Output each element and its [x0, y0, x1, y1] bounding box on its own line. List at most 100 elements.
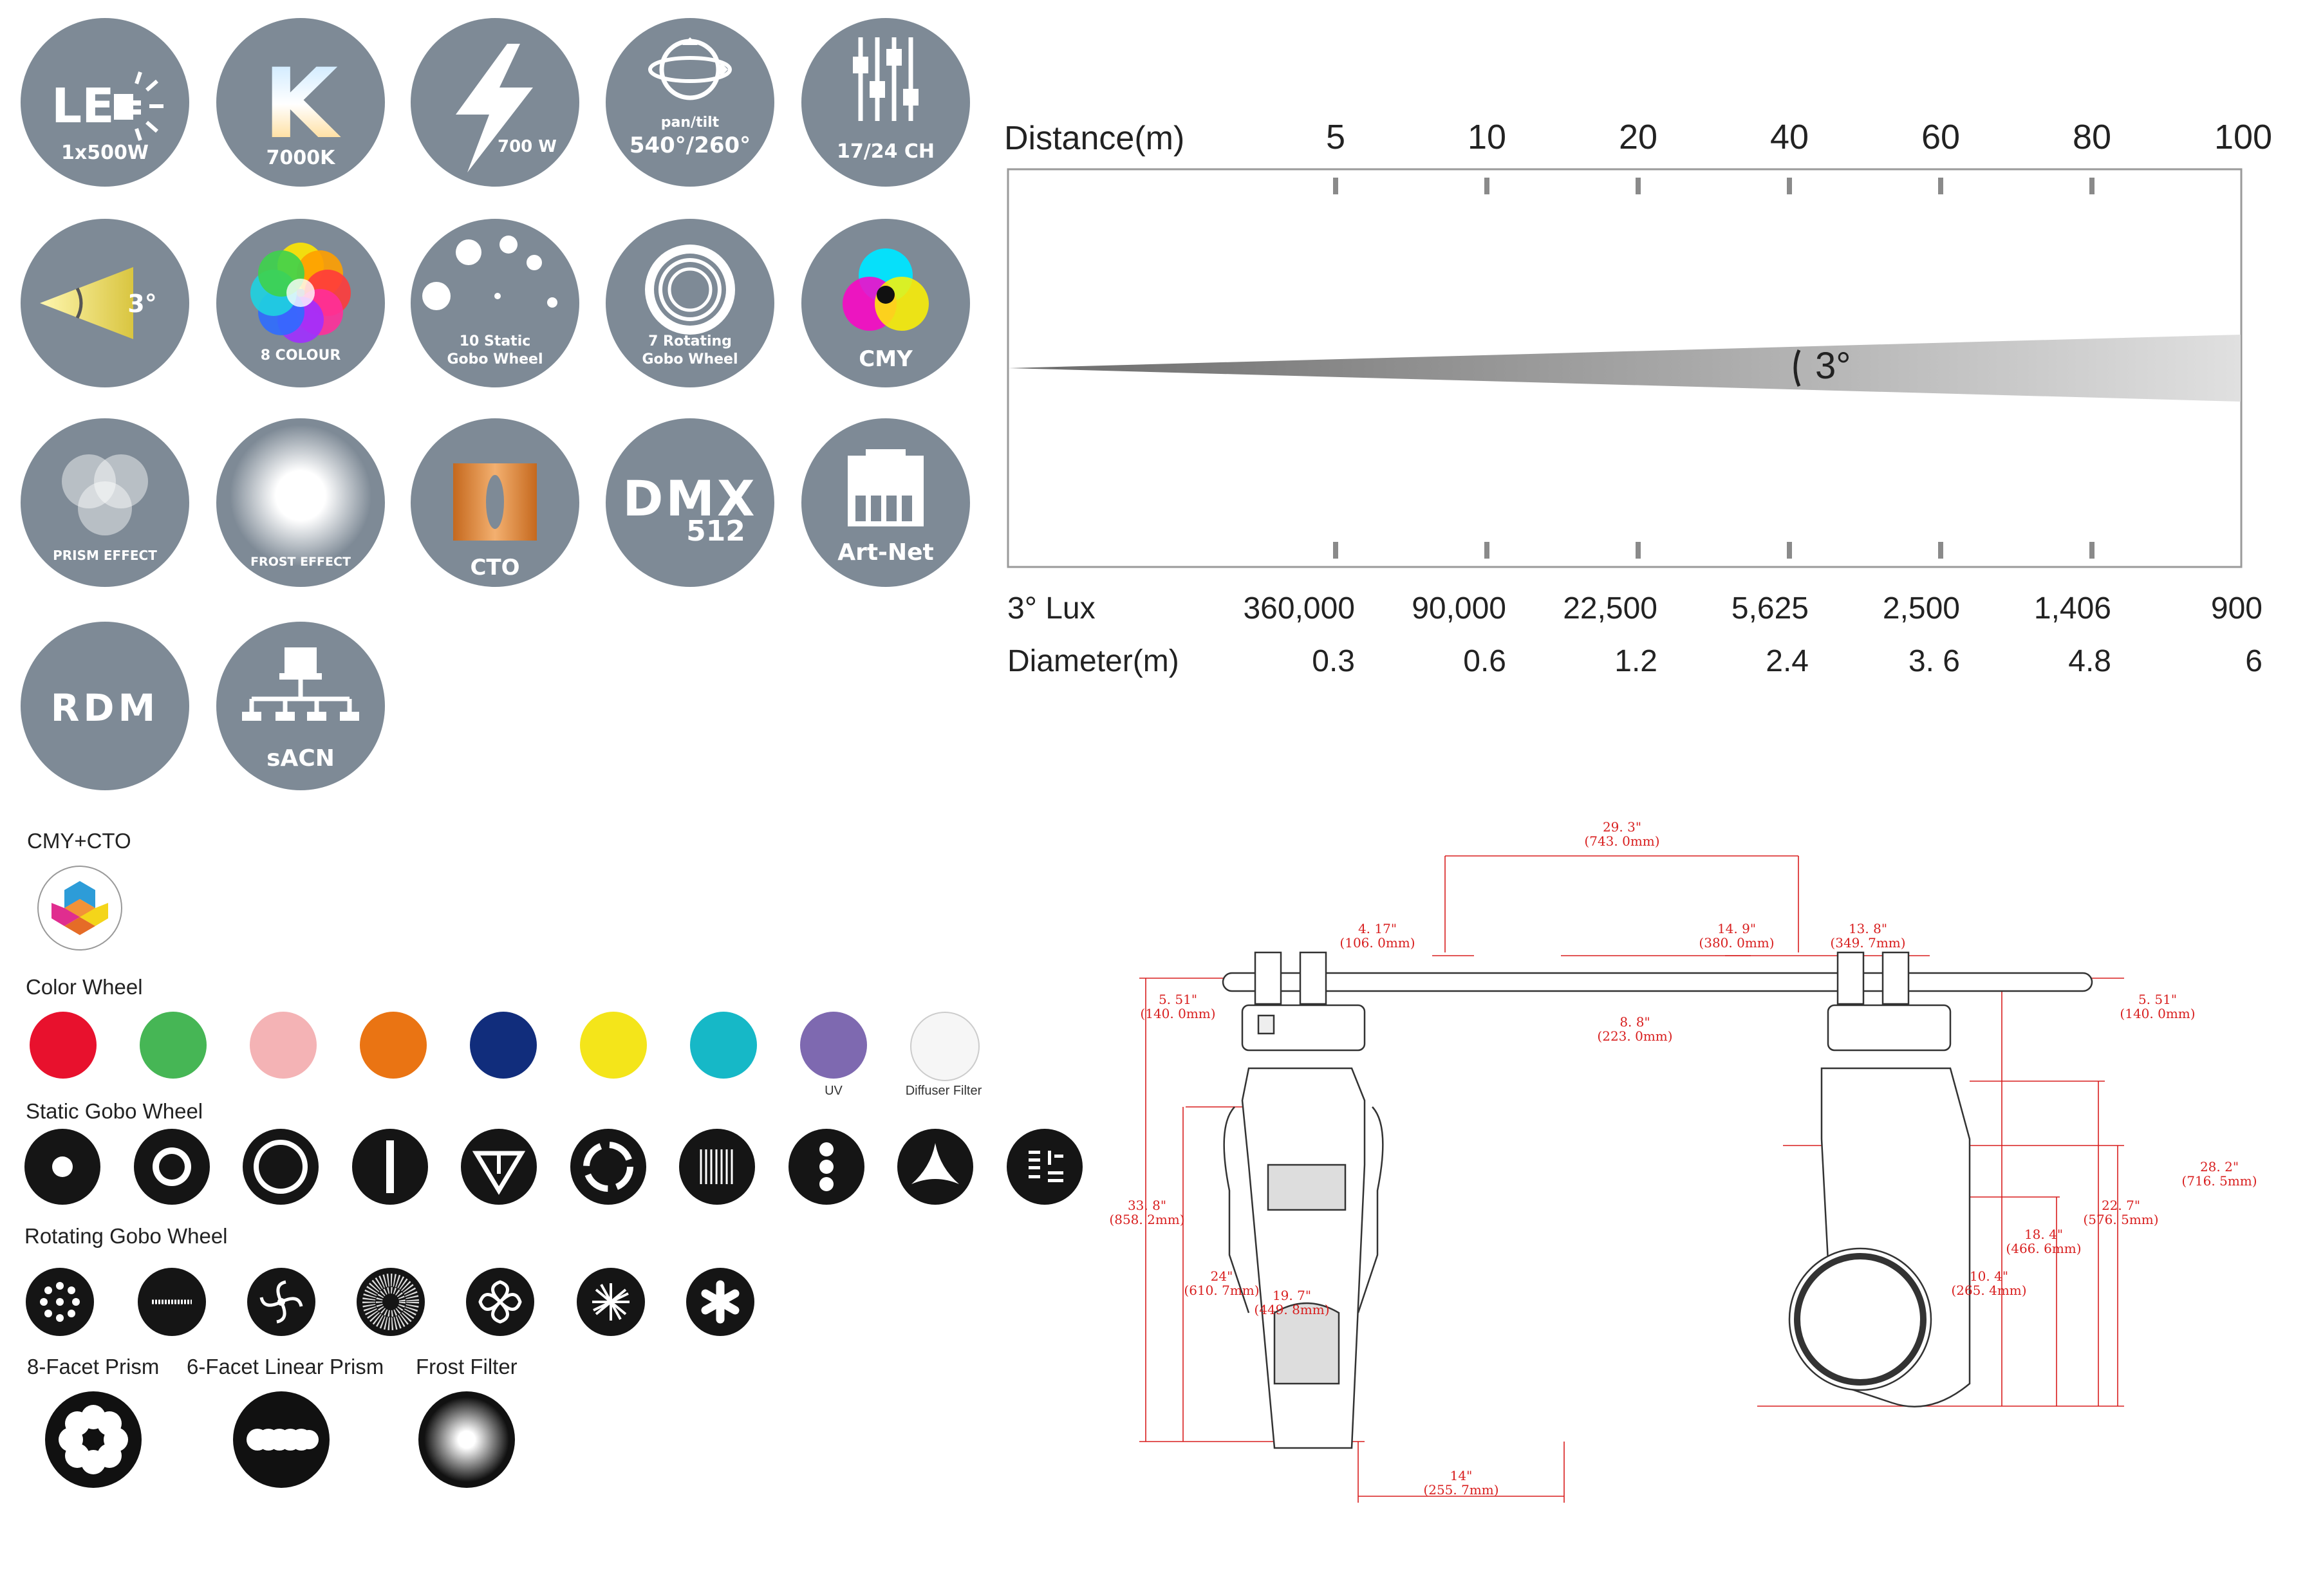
static-gobo-ring-small — [134, 1129, 210, 1205]
dimension-label: (743. 0mm) — [1584, 833, 1659, 849]
distance-value: 60 — [1921, 118, 1961, 156]
sacn-label: sACN — [266, 745, 335, 772]
frost-filter-icon — [418, 1391, 515, 1488]
diameter-value: 0.3 — [1312, 644, 1355, 678]
distance-tick — [1333, 542, 1338, 559]
beam-spread-diagram — [1007, 168, 2243, 568]
dimension-label: (858. 2mm) — [1109, 1212, 1184, 1227]
dimension-label: (140. 0mm) — [1140, 1006, 1215, 1021]
beam-cone — [1009, 335, 2241, 402]
led-icon: LE 1x500W — [21, 18, 189, 187]
rotating-gobo-petals — [466, 1268, 534, 1336]
rotating-gobo-asterisk — [686, 1268, 754, 1336]
eight-facet-prism-icon — [45, 1391, 142, 1488]
dimension-drawing: 29. 3"(743. 0mm)4. 17"(106. 0mm)14. 9"(3… — [1109, 819, 2257, 1503]
color-swatch — [580, 1012, 647, 1079]
channel-sliders-icon: 17/24 CH — [801, 18, 970, 187]
dimension-label: 29. 3" — [1603, 819, 1641, 835]
color-swatch — [690, 1012, 757, 1079]
cmy-cto-title: CMY+CTO — [27, 829, 131, 853]
diameter-value: 0.6 — [1463, 644, 1506, 678]
rotating-gobo-icon: 7 Rotating Gobo Wheel — [606, 219, 774, 387]
effect-6-facet-linear-prism-label: 6-Facet Linear Prism — [187, 1355, 384, 1378]
dimension-label: (140. 0mm) — [2120, 1006, 2195, 1021]
static-gobo-three-dots — [788, 1129, 864, 1205]
power-bolt-icon: 700 W — [411, 18, 579, 187]
led-text: LE — [51, 79, 115, 134]
dimension-label: 33. 8" — [1128, 1198, 1166, 1213]
distance-tick — [2089, 178, 2095, 194]
cto-icon: CTO — [411, 418, 579, 587]
prism-label: PRISM EFFECT — [53, 548, 157, 563]
rotating-gobo-dash-line — [138, 1268, 206, 1336]
rotating-gobo-label: Gobo Wheel — [642, 351, 738, 367]
color-wheel-title: Color Wheel — [26, 975, 143, 999]
dmx-text: DMX — [622, 470, 758, 527]
color-wheel-icon: 8 COLOUR — [216, 219, 385, 387]
color-swatch — [800, 1012, 867, 1079]
channels-label: 17/24 CH — [836, 140, 935, 163]
color-temperature-icon: K 7000K — [216, 18, 385, 187]
distance-tick — [1938, 178, 1943, 194]
distance-value: 40 — [1769, 118, 1809, 156]
prism-icon: PRISM EFFECT — [21, 418, 189, 587]
cto-label: CTO — [470, 555, 520, 580]
lux-value: 1,406 — [2033, 591, 2111, 626]
color-swatch — [30, 1012, 97, 1079]
beam-angle-icon: 3° — [21, 219, 189, 387]
static-gobo-title: Static Gobo Wheel — [26, 1099, 203, 1123]
color-swatch — [910, 1012, 980, 1081]
dimension-label: (106. 0mm) — [1339, 935, 1415, 951]
pan-tilt-icon: pan/tilt 540°/260° — [606, 18, 774, 187]
dimension-label: (466. 6mm) — [2006, 1241, 2081, 1256]
dimension-label: 5. 51" — [2138, 992, 2177, 1007]
frost-label: FROST EFFECT — [250, 555, 351, 569]
six-facet-linear-prism-icon — [233, 1391, 330, 1488]
distance-tick — [1636, 178, 1641, 194]
color-swatch — [140, 1012, 207, 1079]
cmy-label: CMY — [859, 346, 913, 372]
color-swatch-label: UV — [825, 1084, 843, 1098]
dimension-label: (610. 7mm) — [1184, 1283, 1259, 1298]
static-gobo-lines — [679, 1129, 755, 1205]
static-gobo-bar — [352, 1129, 428, 1205]
cmy-icon: CMY — [801, 219, 970, 387]
color-temperature-label: 7000K — [266, 147, 335, 169]
lux-value: 2,500 — [1882, 591, 1960, 626]
art-net-icon: Art-Net — [801, 418, 970, 587]
diameter-value: 1.2 — [1614, 644, 1657, 678]
rdm-icon: RDM — [21, 622, 189, 790]
distance-value: 80 — [2072, 118, 2112, 156]
dimension-label: (265. 4mm) — [1951, 1283, 2026, 1298]
pan-tilt-caption: pan/tilt — [660, 115, 720, 131]
color-count-label: 8 COLOUR — [260, 348, 341, 364]
rotating-gobo-swirl — [247, 1268, 315, 1336]
dimension-label: 24" — [1211, 1268, 1233, 1284]
lux-value: 22,500 — [1563, 591, 1657, 626]
dimension-label: 8. 8" — [1619, 1014, 1650, 1030]
dimension-label: (349. 7mm) — [1830, 935, 1905, 951]
distance-tick — [1333, 178, 1338, 194]
dimension-label: (380. 0mm) — [1699, 935, 1774, 951]
color-swatch — [360, 1012, 427, 1079]
static-gobo-caption: 10 Static — [459, 333, 531, 349]
distance-value: 10 — [1467, 118, 1507, 156]
dimension-label: 14. 9" — [1717, 921, 1756, 936]
dimension-label: (255. 7mm) — [1423, 1482, 1498, 1498]
effect-frost-filter-label: Frost Filter — [416, 1355, 518, 1378]
diameter-value: 4.8 — [2068, 644, 2111, 678]
color-swatch — [250, 1012, 317, 1079]
static-gobo-icon: 10 Static Gobo Wheel — [411, 219, 579, 387]
static-gobo-tri-star — [897, 1129, 973, 1205]
led-power-label: 1x500W — [61, 142, 149, 164]
power-label: 700 W — [497, 137, 557, 156]
dimension-label: (449. 8mm) — [1254, 1302, 1329, 1317]
rotating-gobo-shatter — [577, 1268, 645, 1336]
dimension-label: (716. 5mm) — [2181, 1173, 2257, 1189]
static-gobo-triangle — [461, 1129, 537, 1205]
dmx-label: 512 — [686, 515, 745, 548]
static-gobo-segmented-ring — [570, 1129, 646, 1205]
distance-value: 100 — [2214, 118, 2273, 156]
distance-tick — [1484, 178, 1489, 194]
beam-angle-label: 3° — [127, 290, 157, 318]
